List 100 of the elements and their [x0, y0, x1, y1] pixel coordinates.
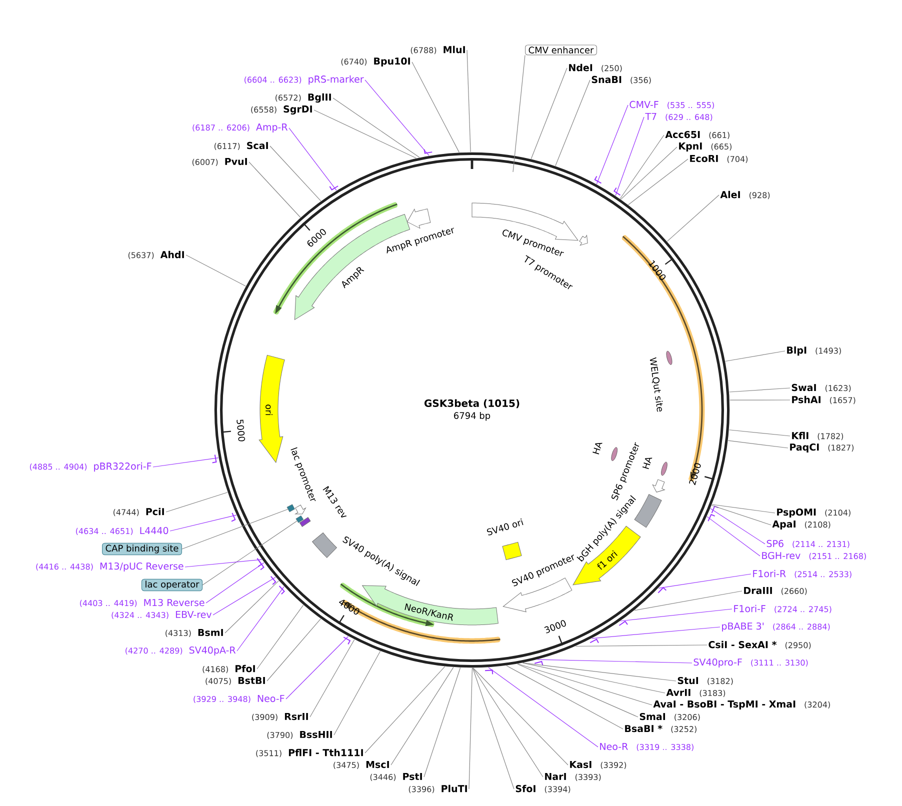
primer-label: F1ori-F (2724 .. 2745) — [734, 604, 832, 614]
leader-line — [468, 668, 473, 790]
leader-line — [711, 505, 772, 526]
site-label: (3475) MscI — [334, 761, 389, 769]
site-label: EcoRI (704) — [690, 155, 748, 163]
leader-line — [248, 162, 301, 218]
leader-line — [712, 504, 776, 514]
site-label: KasI (3392) — [570, 761, 626, 769]
primer-label: (3929 .. 3948) Neo-F — [194, 695, 284, 703]
feature-box: SV40 ori — [486, 518, 524, 560]
leader-line — [472, 668, 514, 790]
site-label: ApaI (2108) — [772, 520, 830, 530]
leader-line — [424, 667, 461, 778]
leader-line — [412, 62, 460, 153]
leader-line — [332, 98, 420, 158]
leader-line — [710, 508, 766, 544]
leader-line — [522, 662, 676, 682]
primer-label: SP6 (2114 .. 2131) — [766, 540, 850, 548]
site-label: SmaI (3206) — [640, 712, 700, 722]
site-label: (6788) MluI — [410, 46, 465, 54]
leader-line — [725, 350, 786, 362]
site-label: (3790) BssHII — [267, 731, 332, 739]
site-label: AvrII (3183) — [666, 689, 726, 697]
tick-label: 2000 — [689, 463, 701, 486]
leader-line — [530, 68, 568, 160]
leader-line — [512, 54, 526, 172]
leader-line — [364, 666, 446, 754]
site-label: CsiI - SexAI * (2950) — [708, 640, 811, 650]
tick-label: 5000 — [236, 420, 246, 442]
feature-segment: ori — [258, 354, 285, 463]
site-label: SfoI (3394) — [516, 784, 570, 794]
leader-line — [270, 146, 322, 202]
leader-line — [212, 576, 276, 616]
site-label: (4075) BstBI — [206, 677, 265, 685]
node-label: WELQut site — [650, 357, 663, 412]
site-label: (4313) BsmI — [166, 629, 223, 637]
leader-line — [152, 458, 219, 468]
feature-label: CAP binding site — [102, 542, 182, 556]
primer-label: (6187 .. 6206) Amp-R — [192, 124, 288, 132]
site-label: PaqCI (1827) — [790, 443, 854, 452]
site-label: PshAI (1657) — [792, 396, 856, 404]
node-label: HA — [592, 442, 602, 454]
leader-line — [620, 146, 678, 200]
primer-label: CMV-F (535 .. 555) — [630, 100, 714, 110]
leader-line — [592, 626, 720, 639]
primer-label: SV40pro-F (3111 .. 3130) — [694, 658, 808, 668]
leader-line — [166, 492, 228, 512]
node-label: HA — [642, 458, 652, 470]
primer-label: (4416 .. 4438) M13/pUC Reverse — [36, 562, 184, 572]
tick-label: 3000 — [544, 620, 566, 634]
leader-line — [706, 516, 760, 556]
leader-line — [518, 664, 652, 706]
leader-line — [390, 667, 454, 766]
site-label: (4744) PciI — [114, 508, 164, 516]
site-label: AleI (928) — [720, 190, 770, 200]
primer-label: F1ori-R (2514 .. 2533) — [753, 570, 852, 578]
primer-label: (4634 .. 4651) L4440 — [76, 526, 168, 536]
leader-line — [314, 110, 416, 158]
node-label: SV40 ori — [486, 518, 524, 536]
leader-line — [729, 388, 790, 392]
leader-line — [575, 644, 708, 647]
site-label: (6117) ScaI — [214, 142, 268, 150]
leader-line — [488, 667, 598, 748]
feature-mark: HA — [642, 458, 668, 476]
site-label: (3511) PflFI - Tth111I — [256, 748, 363, 758]
leader-line — [506, 665, 624, 730]
site-label: SnaBI (356) — [592, 76, 651, 84]
leader-line — [224, 580, 279, 634]
site-label: BsaBI * (3252) — [625, 724, 696, 734]
leader-line — [628, 158, 688, 206]
leader-line — [184, 559, 262, 568]
leader-line — [522, 662, 666, 694]
primer-label: pBABE 3' (2864 .. 2884) — [722, 622, 830, 632]
leader-line — [236, 586, 284, 652]
primer-label: (4885 .. 4904) pBR322ori-F — [30, 462, 152, 472]
feature-mark — [296, 515, 304, 523]
leader-line — [186, 254, 246, 286]
feature-label: lac operator — [141, 578, 203, 592]
leader-line — [634, 590, 742, 611]
leader-line — [666, 194, 720, 242]
site-label: KpnI (665) — [679, 142, 732, 152]
leader-line — [472, 668, 544, 778]
leader-line — [364, 80, 430, 156]
site-label: PspOMI (2104) — [777, 508, 850, 518]
primer-label: (4403 .. 4419) M13 Reverse — [80, 598, 204, 608]
site-label: (6558) SgrDI — [251, 105, 312, 115]
leader-line — [728, 440, 788, 448]
site-label: (6572) BglII — [276, 93, 331, 103]
leader-line — [620, 134, 664, 200]
site-label: (6740) Bpu10I — [341, 57, 410, 66]
leader-line — [182, 508, 288, 550]
primer-label: T7 (629 .. 648) — [645, 113, 712, 121]
primer-label: (4324 .. 4343) EBV-rev — [112, 611, 212, 619]
leader-line — [202, 520, 298, 586]
site-label: NdeI (250) — [569, 64, 622, 72]
leader-line — [206, 562, 264, 604]
site-label: StuI (3182) — [678, 676, 733, 686]
leader-line — [596, 104, 628, 184]
leader-line — [658, 574, 752, 588]
leader-line — [310, 639, 355, 718]
